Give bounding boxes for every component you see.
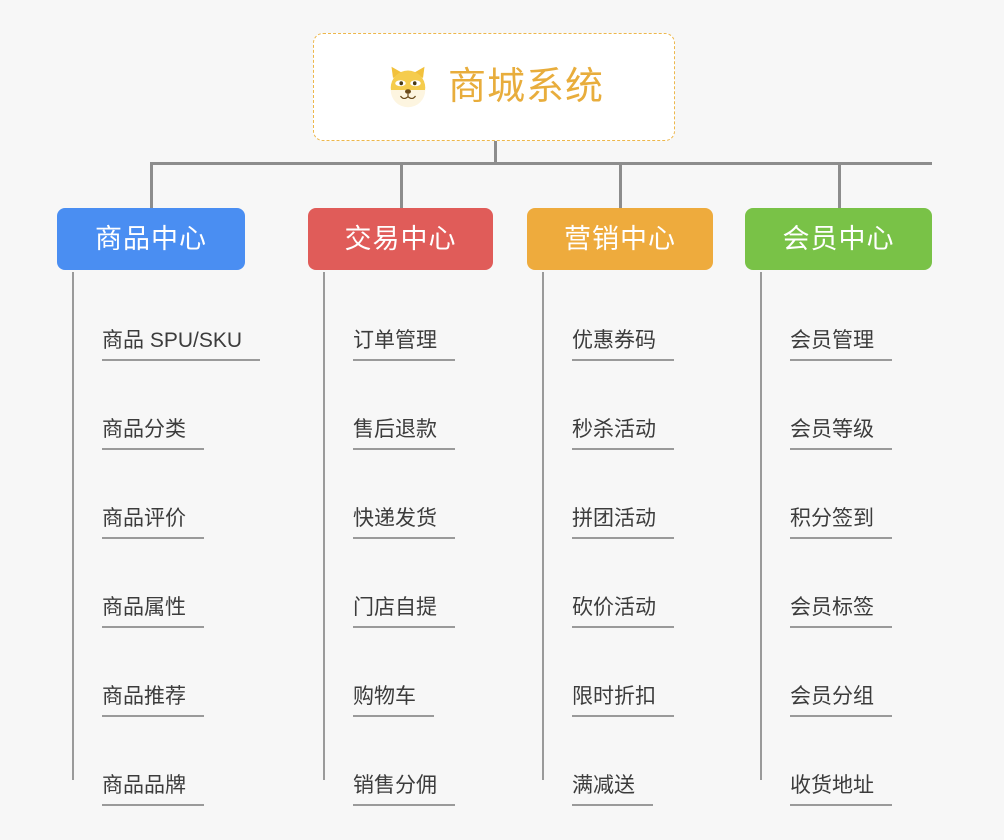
leaf-item[interactable]: 优惠券码 <box>542 272 772 361</box>
branch-label: 会员中心 <box>782 223 895 254</box>
leaf-label: 销售分佣 <box>353 774 455 806</box>
shiba-dog-face-icon <box>384 63 432 111</box>
leaf-label: 拼团活动 <box>572 507 674 539</box>
connector-branch-1 <box>150 162 153 209</box>
leaf-item[interactable]: 商品品牌 <box>72 717 302 806</box>
leaf-item[interactable]: 快递发货 <box>323 450 553 539</box>
leaf-label: 优惠券码 <box>572 329 674 361</box>
root-node[interactable]: 商城系统 <box>313 33 675 141</box>
leaf-label: 订单管理 <box>353 329 455 361</box>
leaf-label: 商品推荐 <box>102 685 204 717</box>
leaf-column-member-center: 会员管理 会员等级 积分签到 会员标签 会员分组 收货地址 <box>760 272 990 806</box>
connector-branch-3 <box>619 162 622 209</box>
leaf-column-product-center: 商品 SPU/SKU 商品分类 商品评价 商品属性 商品推荐 商品品牌 <box>72 272 302 806</box>
connector-branch-2 <box>400 162 403 209</box>
leaf-label: 商品品牌 <box>102 774 204 806</box>
connector-horizontal-bus <box>150 162 932 165</box>
branch-node-member-center[interactable]: 会员中心 <box>745 208 932 270</box>
leaf-label: 收货地址 <box>790 774 892 806</box>
leaf-label: 门店自提 <box>353 596 455 628</box>
leaf-column-trade-center: 订单管理 售后退款 快递发货 门店自提 购物车 销售分佣 <box>323 272 553 806</box>
leaf-item[interactable]: 会员管理 <box>760 272 990 361</box>
root-title: 商城系统 <box>447 66 604 108</box>
leaf-item[interactable]: 砍价活动 <box>542 539 772 628</box>
leaf-label: 会员分组 <box>790 685 892 717</box>
branch-label: 商品中心 <box>95 223 207 254</box>
leaf-label: 秒杀活动 <box>572 418 674 450</box>
leaf-item[interactable]: 订单管理 <box>323 272 553 361</box>
leaf-item[interactable]: 积分签到 <box>760 450 990 539</box>
leaf-item[interactable]: 商品分类 <box>72 361 302 450</box>
leaf-item[interactable]: 购物车 <box>323 628 553 717</box>
leaf-item[interactable]: 商品评价 <box>72 450 302 539</box>
leaf-label: 购物车 <box>353 685 434 717</box>
leaf-label: 商品属性 <box>102 596 204 628</box>
leaf-item[interactable]: 秒杀活动 <box>542 361 772 450</box>
connector-branch-4 <box>838 162 841 209</box>
leaf-column-marketing-center: 优惠券码 秒杀活动 拼团活动 砍价活动 限时折扣 满减送 <box>542 272 772 806</box>
leaf-label: 售后退款 <box>353 418 455 450</box>
branch-label: 营销中心 <box>564 223 676 254</box>
leaf-item[interactable]: 限时折扣 <box>542 628 772 717</box>
leaf-item[interactable]: 收货地址 <box>760 717 990 806</box>
branch-label: 交易中心 <box>344 223 457 254</box>
leaf-item[interactable]: 拼团活动 <box>542 450 772 539</box>
leaf-item[interactable]: 销售分佣 <box>323 717 553 806</box>
leaf-label: 积分签到 <box>790 507 892 539</box>
leaf-item[interactable]: 会员分组 <box>760 628 990 717</box>
connector-root-stem <box>494 141 497 164</box>
leaf-item[interactable]: 商品属性 <box>72 539 302 628</box>
leaf-item[interactable]: 售后退款 <box>323 361 553 450</box>
leaf-item[interactable]: 商品推荐 <box>72 628 302 717</box>
leaf-label: 会员等级 <box>790 418 892 450</box>
branch-node-trade-center[interactable]: 交易中心 <box>308 208 493 270</box>
leaf-item[interactable]: 会员等级 <box>760 361 990 450</box>
leaf-label: 快递发货 <box>353 507 455 539</box>
leaf-label: 商品 SPU/SKU <box>102 329 261 361</box>
leaf-item[interactable]: 商品 SPU/SKU <box>72 272 302 361</box>
leaf-item[interactable]: 门店自提 <box>323 539 553 628</box>
leaf-item[interactable]: 满减送 <box>542 717 772 806</box>
leaf-label: 限时折扣 <box>572 685 674 717</box>
branch-node-marketing-center[interactable]: 营销中心 <box>527 208 713 270</box>
leaf-label: 商品评价 <box>102 507 204 539</box>
branch-node-product-center[interactable]: 商品中心 <box>57 208 245 270</box>
leaf-label: 砍价活动 <box>572 596 674 628</box>
leaf-label: 会员管理 <box>790 329 892 361</box>
leaf-label: 商品分类 <box>102 418 204 450</box>
leaf-label: 满减送 <box>572 774 653 806</box>
leaf-label: 会员标签 <box>790 596 892 628</box>
leaf-item[interactable]: 会员标签 <box>760 539 990 628</box>
